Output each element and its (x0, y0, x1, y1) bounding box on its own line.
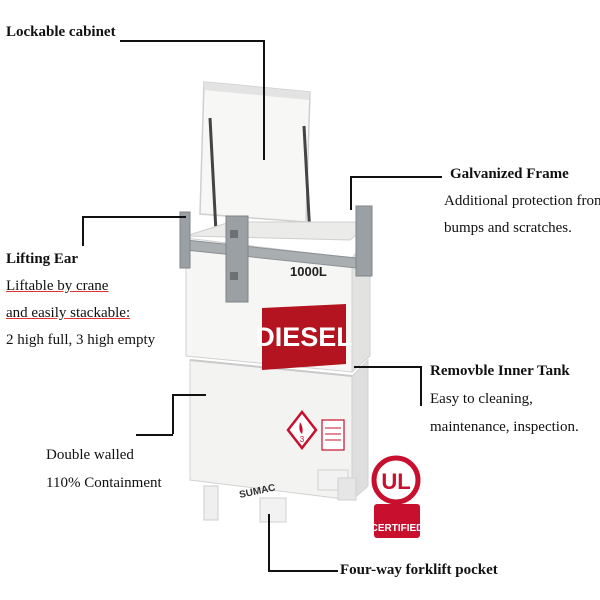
cabinet-top (185, 221, 374, 241)
lid-strut-left (208, 117, 218, 233)
capacity-text: 1000L (290, 264, 327, 279)
callout-double-walled-line2: 110% Containment (46, 475, 162, 491)
open-lid (199, 81, 311, 223)
frame-post-left (225, 215, 249, 303)
hazard-class-number: 3 (300, 435, 305, 444)
leader-cabinet-h (120, 40, 264, 42)
callout-inner-tank-line1: Easy to cleaning, (430, 391, 533, 407)
certified-text: CERTIFIED (371, 523, 424, 534)
callout-inner-tank-title: Removble Inner Tank (430, 363, 570, 379)
callout-inner-tank-line2: maintenance, inspection. (430, 419, 579, 435)
galvanized-frame (179, 205, 373, 303)
leader-forklift-v (268, 514, 270, 570)
leader-forklift-h (268, 570, 338, 572)
forklift-skid (203, 469, 357, 523)
leader-lifting-h (82, 216, 186, 218)
callout-galvanized-frame-line2: bumps and scratches. (444, 220, 572, 236)
ul-mark: UL (381, 469, 410, 494)
lifting-ear (179, 211, 191, 269)
leader-tank-v (420, 366, 422, 406)
warning-sticker (321, 419, 345, 451)
leader-walled-h2 (136, 434, 173, 436)
callout-lifting-ear-title: Lifting Ear (6, 251, 79, 267)
callout-lockable-cabinet: Lockable cabinet (6, 24, 116, 40)
diesel-text: DIESEL (255, 322, 353, 352)
callout-lifting-ear-line2: and easily stackable: (6, 305, 131, 321)
leader-tank-h (354, 366, 420, 368)
callout-double-walled-line1: Double walled (46, 447, 134, 463)
diesel-label: DIESEL (255, 304, 353, 370)
frame-post-right (355, 205, 373, 277)
callout-galvanized-frame-line1: Additional protection from (444, 193, 600, 209)
leader-frame-v (350, 176, 352, 210)
callout-galvanized-frame-title: Galvanized Frame (450, 166, 569, 182)
leader-cabinet-v (263, 40, 265, 160)
leader-lifting-v (82, 216, 84, 246)
lid-strut-right (302, 125, 312, 237)
callout-forklift-pocket: Four-way forklift pocket (340, 562, 498, 578)
leader-frame-h (350, 176, 442, 178)
flammable-hazard-icon: 3 (286, 409, 318, 451)
ul-certified-badge: UL CERTIFIED (371, 455, 424, 538)
leader-walled-h1 (172, 394, 206, 396)
leader-walled-v (172, 394, 174, 434)
callout-lifting-ear-line1: Liftable by crane (6, 278, 109, 294)
callout-lifting-ear-line3: 2 high full, 3 high empty (6, 332, 156, 348)
